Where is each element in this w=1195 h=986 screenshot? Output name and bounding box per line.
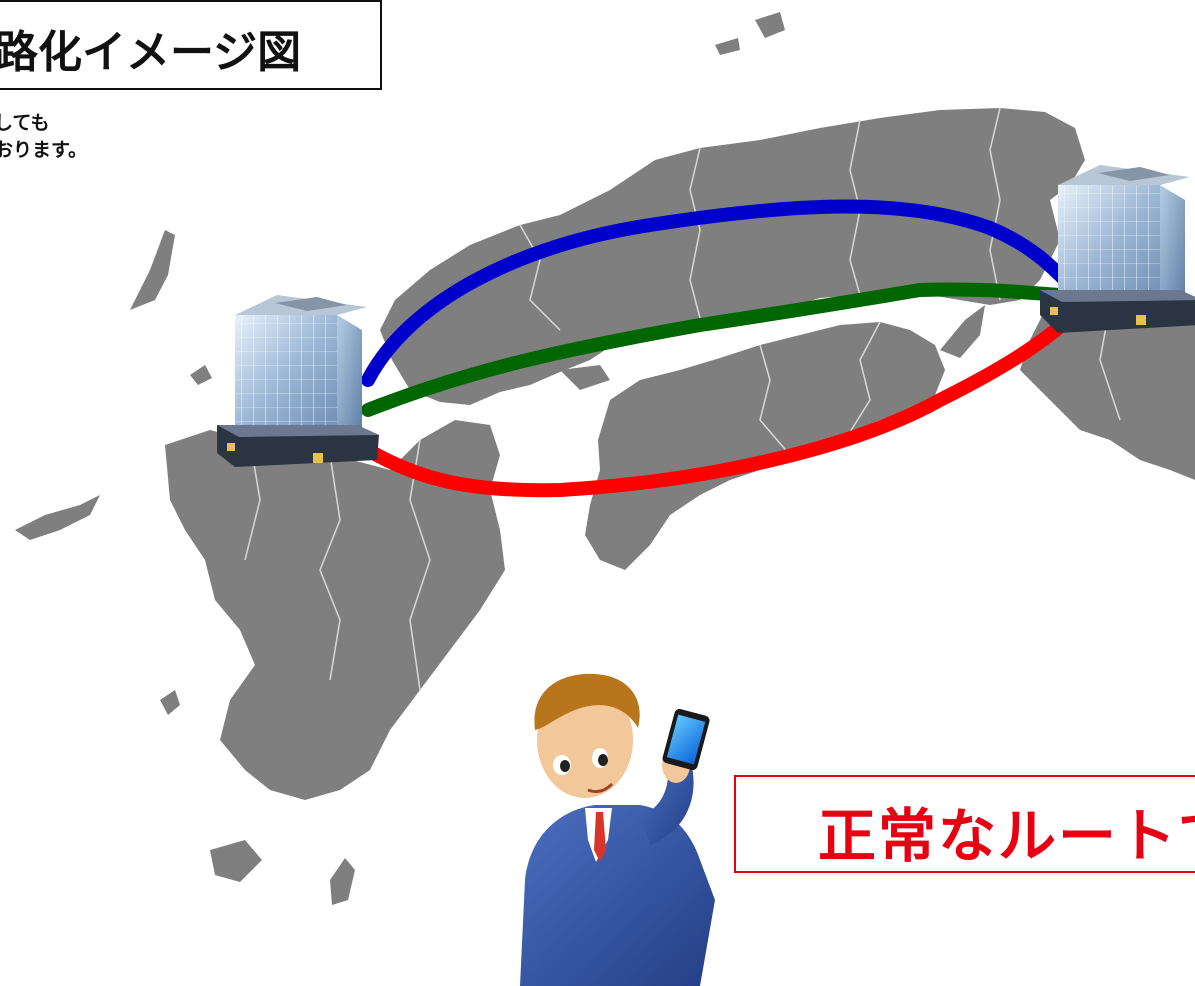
map-island [130, 230, 175, 310]
map-island [230, 580, 258, 612]
description-line: しても [0, 112, 50, 134]
person-body [520, 805, 715, 986]
title-box: 経路化イメージ図 [0, 0, 382, 90]
map-island [715, 38, 740, 55]
page-title: 経路化イメージ図 [0, 27, 302, 78]
office-building-icon [217, 295, 379, 467]
map-island [330, 858, 355, 905]
businessman-with-phone-icon [520, 673, 715, 986]
status-box: 正常なルートで [734, 775, 1195, 873]
person-hair [534, 673, 640, 730]
description-line: おります。 [0, 139, 88, 161]
map-island [940, 305, 985, 358]
map-kinki [1020, 290, 1195, 480]
route-blue [361, 199, 1072, 387]
routes [361, 199, 1077, 498]
map-island [755, 12, 785, 38]
map-shikoku [585, 322, 945, 570]
office-building-icon [1040, 165, 1195, 333]
route-red [361, 311, 1077, 498]
smartphone-icon [662, 708, 710, 771]
map-island [160, 690, 180, 715]
map-kyushu [165, 420, 505, 800]
map-island [210, 840, 262, 882]
map-chugoku [380, 108, 1085, 405]
description: しても おります。 [0, 110, 87, 164]
status-text: 正常なルートで [818, 802, 1195, 870]
map-landmass [15, 12, 1195, 905]
route-green [361, 282, 1067, 417]
map-island [190, 365, 212, 385]
map-island [560, 365, 610, 390]
map-island [15, 495, 100, 540]
person-tie [594, 812, 606, 862]
